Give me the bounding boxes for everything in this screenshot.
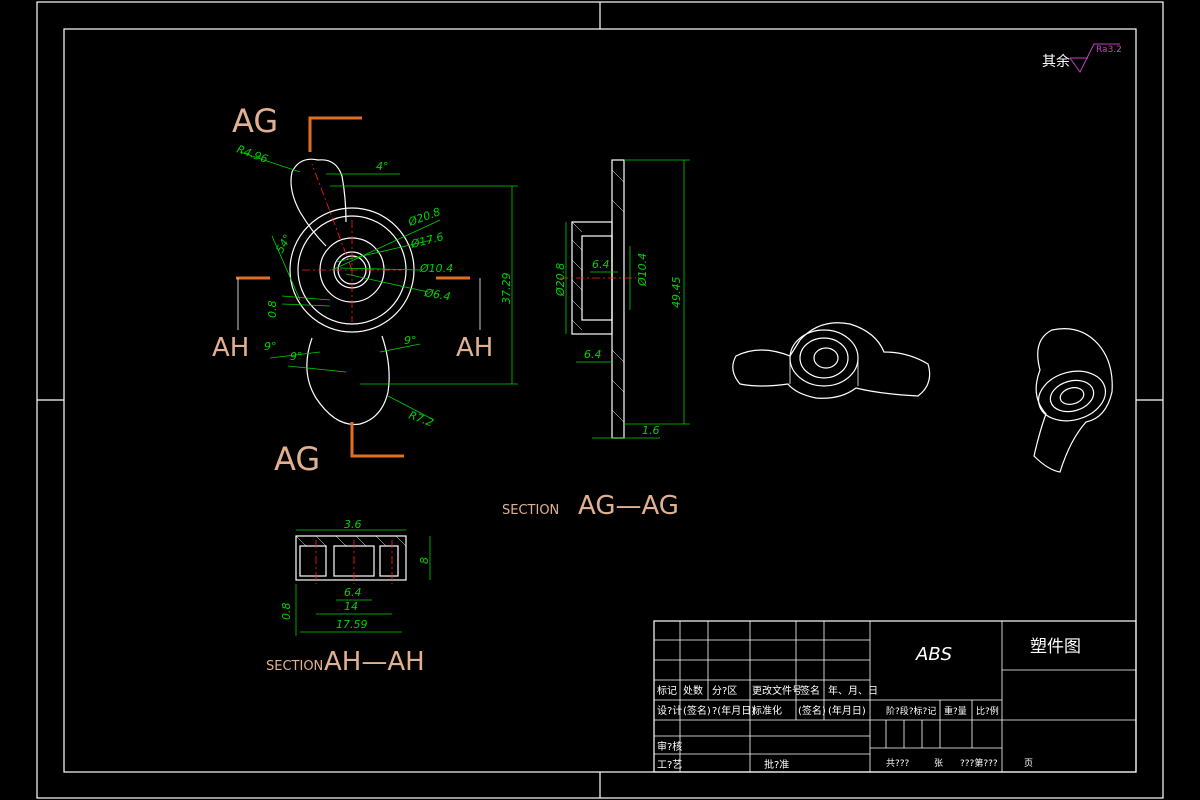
- cut-marker-ag-bottom: AG: [274, 440, 320, 478]
- standard-sign: (签名): [798, 704, 826, 717]
- scale-label: 比?例: [976, 705, 999, 717]
- dim-height: 37.29: [500, 273, 513, 305]
- sheet-number: ???第???: [960, 757, 998, 769]
- isometric-view-1: [732, 322, 931, 399]
- dim-angle-top: 4°: [376, 160, 389, 173]
- sheet-frame: [36, 1, 1164, 799]
- dim-angle-right: 9°: [404, 334, 417, 347]
- sec-ag-bore: 6.4: [592, 258, 610, 271]
- header-change-doc: 更改文件号: [752, 684, 802, 697]
- dim-angle-left2: 9°: [290, 350, 303, 363]
- check-label: 审?核: [657, 740, 682, 753]
- dim-angle-side: 54°: [273, 232, 294, 255]
- header-count: 处数: [683, 684, 703, 697]
- dim-r-bottom: R7.2: [407, 409, 435, 430]
- material-text: ABS: [915, 644, 952, 665]
- section-ag-caption-code: AG—AG: [578, 491, 679, 521]
- header-mark: 标记: [657, 685, 677, 697]
- approve-label: 批?准: [764, 758, 789, 771]
- dim-d3: Ø10.4: [419, 262, 453, 275]
- design-sign: (签名): [683, 704, 711, 717]
- section-ah-caption-code: AH—AH: [324, 647, 425, 677]
- page-word: 页: [1024, 758, 1033, 769]
- surface-roughness-note: 其余 Ra3.2: [1042, 43, 1122, 73]
- sec-ah-mid: 14: [344, 600, 358, 613]
- standard-label: 标准化: [752, 704, 782, 717]
- isometric-view-2: [1033, 328, 1113, 473]
- section-ag-caption-word: SECTION: [502, 503, 559, 518]
- front-view: AG AG AH AH R4.96 4° 54° Ø20.8 Ø17.6 Ø10…: [212, 102, 518, 478]
- dim-d4: Ø6.4: [422, 286, 451, 304]
- weight-label: 重?量: [944, 705, 967, 717]
- design-date: ?(年月日): [712, 704, 755, 717]
- cut-marker-ag-top: AG: [232, 102, 278, 140]
- process-label: 工?艺: [657, 759, 682, 771]
- sheet-total: 共???: [886, 758, 910, 769]
- standard-date: (年月日): [828, 704, 866, 717]
- sec-ah-top: 3.6: [344, 518, 362, 531]
- drawing-name-text: 塑件图: [1030, 637, 1081, 657]
- dim-r-top: R4.96: [235, 143, 270, 166]
- dim-angle-left: 9°: [264, 340, 277, 353]
- header-date: 年、月、日: [828, 684, 878, 697]
- header-signature: 签名: [800, 684, 820, 697]
- sheet-mark: 张: [934, 758, 943, 769]
- cut-marker-ah-right: AH: [456, 333, 493, 363]
- sec-ah-total: 17.59: [336, 618, 368, 631]
- section-ag-view: Ø20.8 6.4 Ø10.4 49.45 6.4 1.6 SECTION AG…: [502, 159, 690, 521]
- sec-ah-inner: 6.4: [344, 586, 362, 599]
- roughness-label: 其余: [1042, 53, 1070, 70]
- stage-mark-label: 阶?段?标?记: [886, 705, 936, 717]
- cut-marker-ah-left: AH: [212, 333, 249, 363]
- dim-d1: Ø20.8: [406, 205, 443, 229]
- sec-ag-total-height: 49.45: [670, 277, 683, 309]
- dim-d2: Ø17.6: [409, 230, 445, 251]
- sec-ah-gap: 0.8: [280, 603, 293, 621]
- title-block: ABS 塑件图 标记 处数 分?区 更改文件号 签名 年、月、日 设?计 (签名…: [653, 620, 1137, 773]
- sec-ag-outer-dia: Ø20.8: [554, 263, 567, 297]
- sec-ag-step: 6.4: [584, 348, 602, 361]
- sec-ah-height: 8: [418, 557, 431, 564]
- roughness-value: Ra3.2: [1096, 45, 1122, 55]
- dim-gap: 0.8: [266, 301, 279, 319]
- sec-ag-inner-dia: Ø10.4: [636, 253, 649, 287]
- sec-ag-flange: 1.6: [642, 424, 660, 437]
- design-label: 设?计: [657, 704, 682, 717]
- header-zone: 分?区: [712, 685, 737, 697]
- section-ah-view: 3.6 8 6.4 14 17.59 0.8 SECTION AH—AH: [266, 518, 431, 677]
- section-ah-caption-word: SECTION: [266, 659, 323, 674]
